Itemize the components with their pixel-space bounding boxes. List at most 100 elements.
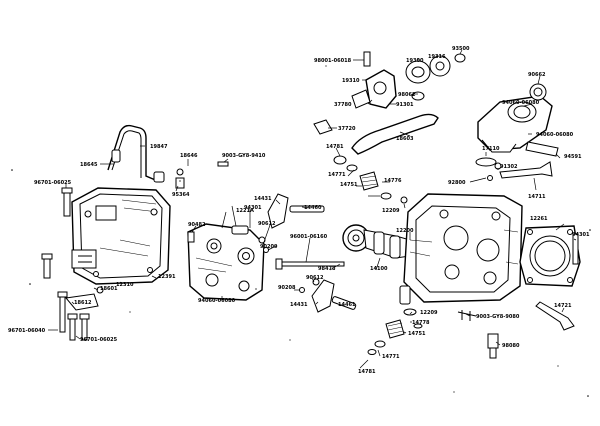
label-12209-lower: 12209 — [420, 310, 438, 316]
label-12391: 12391 — [158, 274, 176, 280]
label-14776: 14776 — [384, 178, 402, 184]
cylinder-head — [399, 193, 523, 305]
label-94060-06080-b: 94060-06080 — [536, 132, 574, 138]
label-96701-06040: 96701-06040 — [8, 328, 46, 334]
clamp-9410 — [217, 161, 229, 167]
label-93500: 93500 — [452, 46, 470, 52]
label-14751-upper: 14751 — [340, 182, 358, 188]
oring-18601 — [96, 286, 104, 294]
label-17110: 17110 — [482, 146, 500, 152]
cover-logo-plate — [95, 205, 117, 221]
label-96701-06025-top: 96701-06025 — [34, 180, 72, 186]
label-98001-06018: 98001-06018 — [314, 58, 352, 64]
rocker-shaft-14460 — [289, 205, 325, 213]
valve-train-lower — [367, 308, 423, 355]
label-94591: 94591 — [564, 154, 582, 160]
label-9003-GY8-9410: 9003-GY8-9410 — [222, 153, 266, 159]
label-37720: 37720 — [338, 126, 356, 132]
label-94301-mid: 94301 — [244, 205, 262, 211]
label-18601: 18601 — [100, 286, 118, 292]
label-94301-right: 94301 — [572, 232, 590, 238]
label-14771-upper: 14771 — [328, 172, 346, 178]
label-18645: 18645 — [80, 162, 98, 168]
gasket-18612 — [65, 293, 99, 311]
part-labels: 98001-06018 19316 93500 19300 19310 9066… — [8, 46, 590, 375]
label-14721: 14721 — [554, 303, 572, 309]
camshaft — [342, 224, 411, 259]
label-98062: 98062 — [398, 92, 416, 98]
valve-exhaust — [499, 161, 553, 179]
rocker-arm-upper — [267, 193, 289, 229]
rocker-shaft-14461 — [331, 296, 357, 310]
bolt-90482 — [187, 231, 195, 243]
label-14431-upper: 14431 — [254, 196, 272, 202]
valve-train-upper — [333, 155, 392, 200]
label-90612-lower: 90612 — [306, 275, 324, 281]
label-91301: 91301 — [396, 102, 414, 108]
label-90612-upper: 90612 — [258, 221, 276, 227]
label-90209: 90209 — [260, 244, 278, 250]
label-14771-lower: 14771 — [382, 354, 400, 360]
label-19300: 19300 — [406, 58, 424, 64]
label-90662: 90662 — [528, 72, 546, 78]
label-18646: 18646 — [180, 153, 198, 159]
label-94060-06080-c: 94060-06080 — [198, 298, 236, 304]
intake-manifold — [475, 83, 553, 167]
label-91302: 91302 — [500, 164, 518, 170]
cover-bolts — [41, 187, 90, 341]
dowel-90612 — [258, 236, 266, 244]
washer-90208 — [299, 287, 305, 293]
breather-pipe-inner — [111, 130, 142, 178]
label-92800: 92800 — [448, 180, 466, 186]
rocker-arm-lower — [311, 279, 335, 313]
label-14778: 14778 — [412, 320, 430, 326]
label-18612: 18612 — [74, 300, 92, 306]
pipe-clamp-upper — [111, 149, 121, 163]
bolt-18645 — [176, 168, 184, 176]
washer-95364 — [175, 177, 185, 189]
label-14100: 14100 — [370, 266, 388, 272]
label-90208: 90208 — [278, 285, 296, 291]
spark-plug — [457, 310, 499, 359]
label-1221A: 1221A — [236, 208, 254, 214]
label-98478: 98478 — [318, 266, 336, 272]
water-hose — [351, 113, 439, 155]
label-12200: 12200 — [396, 228, 414, 234]
label-14431-lower: 14431 — [290, 302, 308, 308]
bracket-37720 — [313, 119, 333, 135]
label-95364: 95364 — [172, 192, 190, 198]
label-94060-06080-a: 94060-06080 — [502, 100, 540, 106]
label-18603: 18603 — [396, 136, 414, 142]
pipe-clamp — [153, 171, 165, 183]
stud-94301 — [572, 233, 579, 265]
label-12310: 12310 — [116, 282, 134, 288]
label-96701-06025-bottom: 96701-06025 — [80, 337, 118, 343]
label-37780: 37780 — [334, 102, 352, 108]
label-14751-lower: 14751 — [408, 331, 426, 337]
label-14781-upper: 14781 — [326, 144, 344, 150]
bolt-92800 — [487, 175, 493, 181]
leader-lines — [48, 49, 577, 369]
dowel-90612b — [312, 278, 320, 286]
scan-noise — [11, 65, 591, 397]
label-14460: 14460 — [304, 205, 322, 211]
valve-intake — [535, 301, 575, 331]
label-90482: 90482 — [188, 222, 206, 228]
label-14781-lower: 14781 — [358, 369, 376, 375]
diagram-drawing — [11, 51, 591, 397]
camshaft-holder — [187, 223, 265, 301]
label-98080: 98080 — [502, 343, 520, 349]
thermostat-assembly — [351, 51, 466, 109]
head-cover — [71, 187, 171, 285]
label-12209-upper: 12209 — [382, 208, 400, 214]
label-14461: 14461 — [338, 302, 356, 308]
label-12261: 12261 — [530, 216, 548, 222]
label-96001-06160: 96001-06160 — [290, 234, 328, 240]
gasket-94591 — [525, 141, 559, 157]
oring-12209 — [400, 196, 408, 204]
head-gasket — [519, 225, 581, 287]
label-19847: 19847 — [150, 144, 168, 150]
label-19310: 19310 — [342, 78, 360, 84]
label-19316: 19316 — [428, 54, 446, 60]
